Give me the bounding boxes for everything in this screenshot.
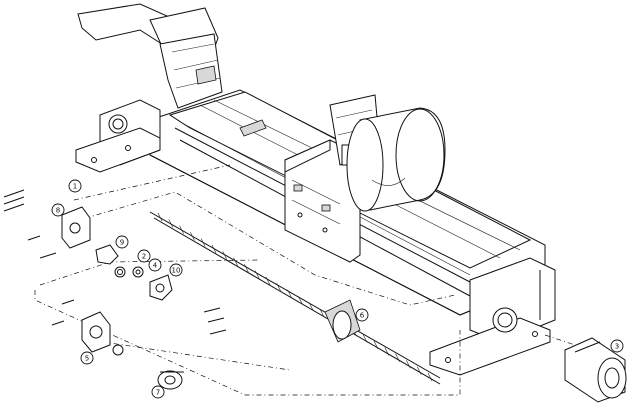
right-end-bracket xyxy=(429,257,556,376)
callout-label: 1 xyxy=(73,183,77,191)
callout-circle xyxy=(115,235,129,249)
left-end-bracket xyxy=(75,99,161,173)
mounting-screws xyxy=(3,189,227,335)
callout-7: 7 xyxy=(151,385,165,399)
callout-label: 9 xyxy=(120,239,124,247)
callout-circle xyxy=(51,203,65,217)
callout-label: 10 xyxy=(172,267,181,275)
callout-6: 6 xyxy=(355,308,369,322)
callout-3: 3 xyxy=(610,339,624,353)
ball-screw-shaft xyxy=(149,211,441,385)
cable-carrier-top xyxy=(77,3,223,109)
callout-label: 6 xyxy=(360,312,365,320)
bearing-housing-parts xyxy=(61,206,184,390)
callout-5: 5 xyxy=(80,351,94,365)
callout-label: 8 xyxy=(56,207,60,215)
callout-9: 9 xyxy=(115,235,129,249)
callout-circle xyxy=(68,179,82,193)
callout-4: 4 xyxy=(148,258,162,272)
callout-label: 5 xyxy=(85,355,89,363)
callout-circle xyxy=(148,258,162,272)
callout-label: 2 xyxy=(142,253,146,261)
callout-circle xyxy=(151,385,165,399)
callout-layer: 1 2 3 4 5 6 7 8 9 10 xyxy=(51,179,624,399)
callout-label: 7 xyxy=(156,389,160,397)
callout-label: 4 xyxy=(153,262,158,270)
callout-circle xyxy=(80,351,94,365)
callout-circle xyxy=(610,339,624,353)
callout-8: 8 xyxy=(51,203,65,217)
callout-circle xyxy=(137,249,151,263)
callout-10: 10 xyxy=(169,263,183,277)
callout-label: 3 xyxy=(615,343,619,351)
servo-motor xyxy=(564,337,627,403)
callout-2: 2 xyxy=(137,249,151,263)
drum-housing xyxy=(346,107,446,212)
callout-1: 1 xyxy=(68,179,82,193)
callout-circle xyxy=(169,263,183,277)
callout-circle xyxy=(355,308,369,322)
